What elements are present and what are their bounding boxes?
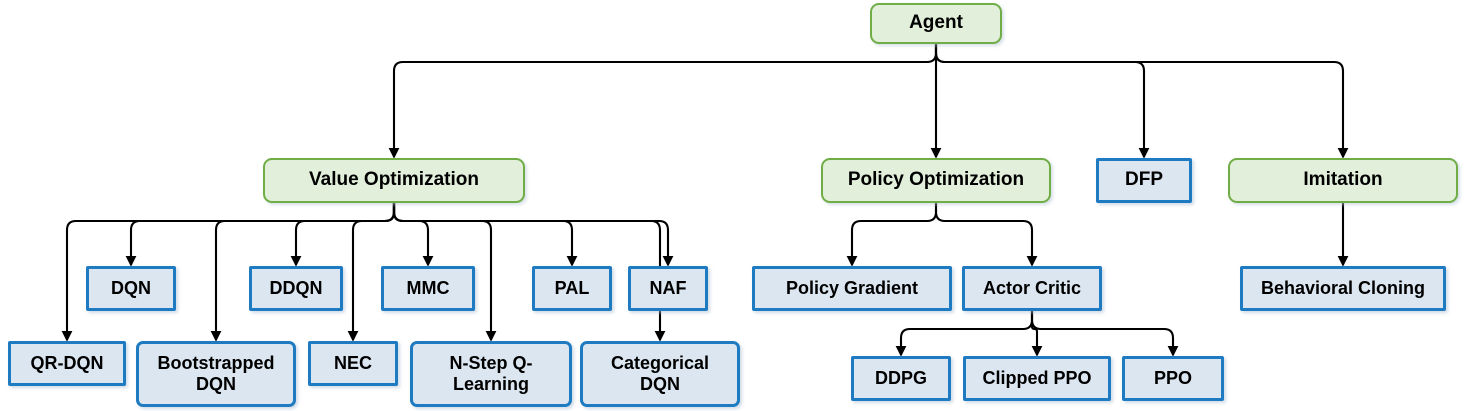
node-label: MMC [406, 277, 450, 298]
connector-actor_critic-to-ddpg [895, 311, 1034, 357]
connector-actor_critic-to-ppo [1030, 311, 1179, 357]
node-bootstrapped_dqn[interactable]: Bootstrapped DQN [136, 341, 296, 407]
node-label: NAF [649, 277, 687, 298]
node-clipped_ppo[interactable]: Clipped PPO [963, 356, 1111, 401]
node-label: QR-DQN [30, 352, 104, 373]
node-dqn[interactable]: DQN [86, 266, 176, 311]
connector-agent-to-value_optimization [388, 44, 938, 159]
node-label: Actor Critic [982, 277, 1081, 298]
node-nec[interactable]: NEC [308, 341, 398, 386]
node-naf[interactable]: NAF [628, 266, 708, 311]
node-label: Categorical DQN [610, 352, 710, 394]
connector-policy_optimization-to-policy_gradient [846, 203, 938, 267]
connector-agent-to-dfp [934, 44, 1150, 159]
node-policy_optimization[interactable]: Policy Optimization [821, 158, 1051, 203]
connector-value_optimization-to-pal [392, 203, 578, 267]
node-label: Clipped PPO [982, 367, 1092, 388]
node-label: Imitation [1303, 169, 1383, 191]
node-label: DDQN [269, 277, 323, 298]
connector-policy_optimization-to-actor_critic [934, 203, 1038, 267]
node-label: PPO [1153, 367, 1192, 388]
node-pal[interactable]: PAL [532, 266, 612, 311]
connector-agent-to-imitation [934, 44, 1349, 159]
connector-value_optimization-to-naf [392, 203, 674, 267]
node-label: NEC [333, 352, 372, 373]
node-policy_gradient[interactable]: Policy Gradient [752, 266, 952, 311]
node-value_optimization[interactable]: Value Optimization [263, 158, 525, 203]
node-categorical_dqn[interactable]: Categorical DQN [580, 341, 740, 407]
connector-value_optimization-to-dqn [125, 203, 396, 267]
node-label: PAL [554, 277, 590, 298]
node-label: Bootstrapped DQN [157, 352, 275, 394]
node-ppo[interactable]: PPO [1122, 356, 1224, 401]
node-behavioral_cloning[interactable]: Behavioral Cloning [1240, 266, 1446, 311]
node-label: Behavioral Cloning [1260, 277, 1426, 298]
node-agent[interactable]: Agent [870, 3, 1002, 44]
node-n_step_q_learning[interactable]: N-Step Q-Learning [410, 341, 572, 407]
node-label: DQN [111, 277, 151, 298]
connector-value_optimization-to-ddqn [290, 203, 396, 267]
node-actor_critic[interactable]: Actor Critic [962, 266, 1102, 311]
node-label: Value Optimization [309, 169, 479, 191]
node-ddpg[interactable]: DDPG [851, 356, 951, 401]
connector-value_optimization-to-mmc [392, 203, 434, 267]
node-label: N-Step Q-Learning [449, 352, 533, 394]
node-ddqn[interactable]: DDQN [249, 266, 343, 311]
node-label: Policy Optimization [847, 169, 1025, 191]
node-label: DFP [1125, 169, 1163, 191]
node-label: DDPG [874, 367, 927, 388]
node-imitation[interactable]: Imitation [1228, 158, 1458, 203]
node-label: Agent [909, 12, 963, 34]
node-dfp[interactable]: DFP [1096, 158, 1192, 203]
node-label: Policy Gradient [785, 277, 919, 298]
connector-actor_critic-to-clipped_ppo [1030, 311, 1043, 357]
node-mmc[interactable]: MMC [381, 266, 475, 311]
node-qr_dqn[interactable]: QR-DQN [8, 341, 126, 386]
